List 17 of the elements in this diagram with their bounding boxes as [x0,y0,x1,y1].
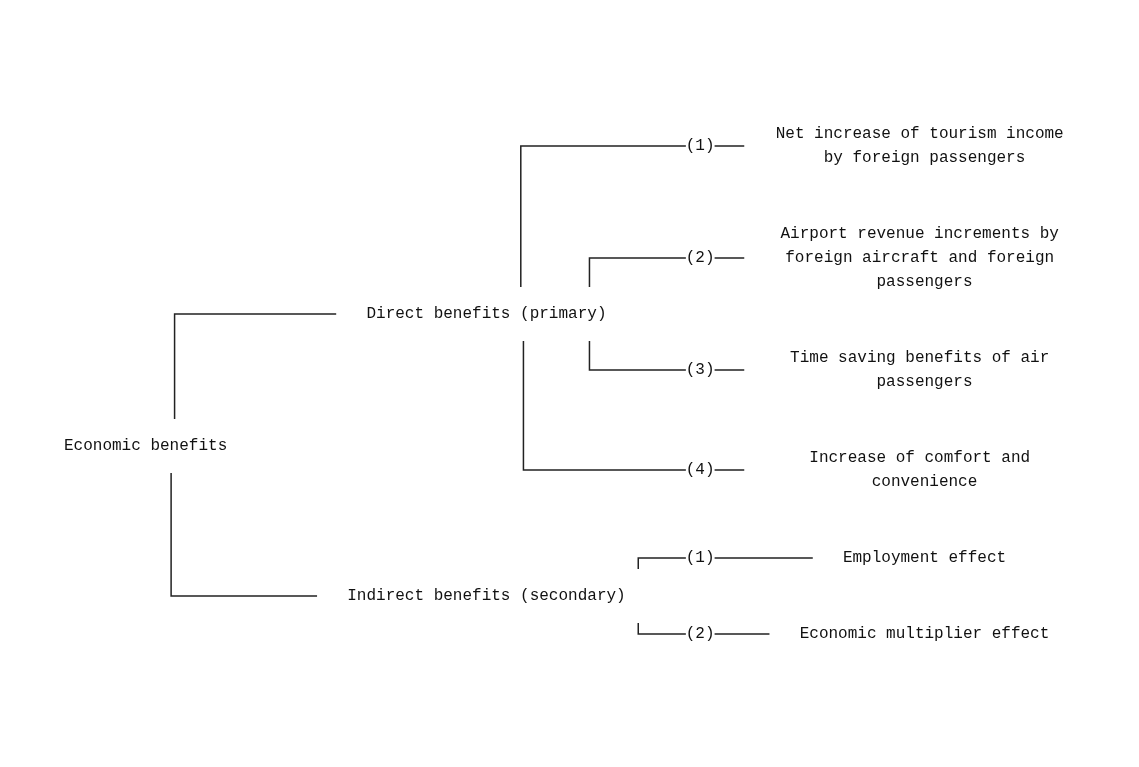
connector [170,471,319,597]
edge-label: (2) [685,624,715,643]
edge-label: (1) [685,548,715,567]
node-text: Indirect benefits (secondary) [347,586,626,605]
edge-label: (3) [685,360,715,379]
node-text: Increase of comfort and convenience [809,448,1031,491]
node-text: Direct benefits (primary) [366,304,607,323]
node-text: Economic multiplier effect [799,624,1050,643]
node-text: Employment effect [843,548,1007,567]
node-text: Economic benefits [64,436,228,455]
edge-label: (2) [685,248,715,267]
edge-label: (1) [685,136,715,155]
connector [174,312,338,420]
node-text: Airport revenue increments by foreign aircraft and foreign passengers [780,224,1060,291]
node-text: Net increase of tourism income by foreign passengers [775,124,1064,167]
edge-label: (4) [685,460,715,479]
node-text: Time saving benefits of air passengers [790,348,1050,391]
